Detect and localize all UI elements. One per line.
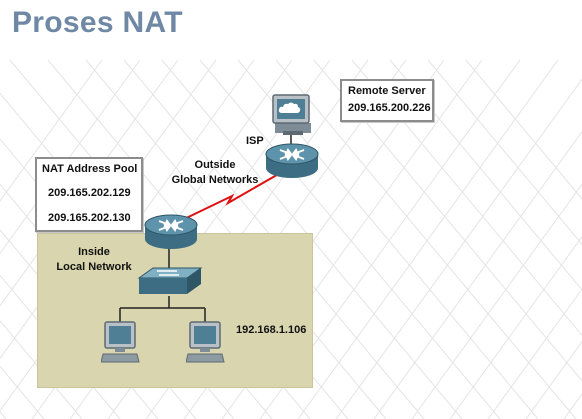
inside-network-area: [37, 233, 313, 388]
grid-line: [525, 340, 582, 419]
inside-label-line2: Local Network: [56, 261, 132, 273]
remote-server-ip: 209.165.200.226: [348, 102, 431, 114]
grid-line: [0, 59, 103, 202]
grid-line: [275, 59, 577, 419]
grid-line: [449, 235, 582, 419]
grid-line: [487, 288, 582, 419]
nat-pool-heading: NAT Address Pool: [42, 163, 138, 175]
grid-line: [465, 59, 582, 200]
isp-label: ISP: [246, 135, 264, 147]
nat-pool-address: 209.165.202.129: [48, 187, 131, 199]
isp-router-icon: [265, 143, 319, 178]
grid-line: [389, 59, 582, 291]
nat-pool-address: 209.165.202.130: [48, 212, 131, 224]
outside-label-line2: Global Networks: [171, 174, 259, 186]
page-title: Proses NAT: [12, 6, 183, 39]
remote-server-icon: [272, 94, 311, 135]
remote-server-heading: Remote Server: [348, 85, 426, 97]
grid-line: [335, 78, 582, 419]
remote-server-box: Remote Server 209.165.200.226: [340, 79, 434, 122]
switch-icon: [137, 267, 203, 294]
grid-line: [373, 130, 582, 419]
outside-label-line1: Outside: [194, 159, 236, 171]
grid-line: [411, 183, 582, 419]
grid-line: [427, 59, 582, 246]
host-ip-label: 192.168.1.106: [236, 324, 307, 336]
inside-label-line1: Inside: [78, 246, 110, 258]
grid-line: [199, 59, 501, 419]
grid-line: [0, 320, 83, 419]
pc-host-2-icon: [186, 321, 225, 363]
nat-address-pool-box: NAT Address Pool 209.165.202.129 209.165…: [35, 157, 143, 232]
grid-line: [0, 59, 141, 255]
grid-line: [297, 59, 559, 419]
nat-router-icon: [144, 214, 198, 249]
wan-serial-link: [177, 171, 283, 223]
pc-host-1-icon: [101, 321, 140, 363]
